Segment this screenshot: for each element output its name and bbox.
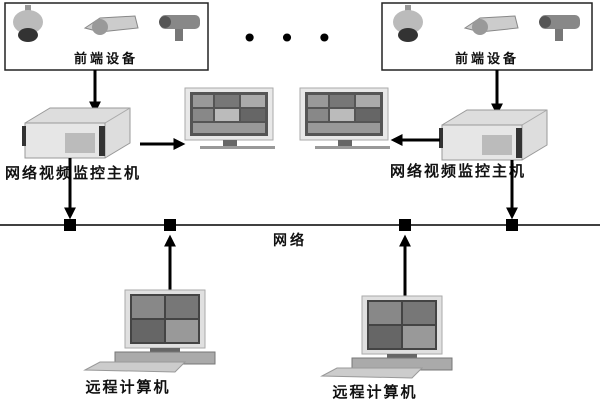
monitor-left [184,87,276,150]
ellipsis-dots: • • • [241,22,338,55]
front-end-label: 前端设备 [455,51,519,67]
remote-computer-label: 远程计算机 [85,378,170,396]
front-end-label: 前端设备 [74,51,138,67]
monitoring-host-server-right [438,109,548,161]
network-node [64,219,76,231]
monitoring-host-label: 网络视频监控主机 [390,162,526,180]
remote-computer-right [321,295,453,379]
remote-computer-left [84,289,216,373]
front-end-devices-left: 前端设备 [4,2,209,71]
front-end-devices-right: 前端设备 [381,2,593,71]
monitor-right [299,87,391,150]
monitoring-host-label: 网络视频监控主机 [5,164,141,182]
network-node [164,219,176,231]
network-label: 网络 [273,232,307,249]
remote-computer-label: 远程计算机 [332,383,417,400]
monitoring-host-server-left [21,107,131,159]
network-node [399,219,411,231]
network-node [506,219,518,231]
